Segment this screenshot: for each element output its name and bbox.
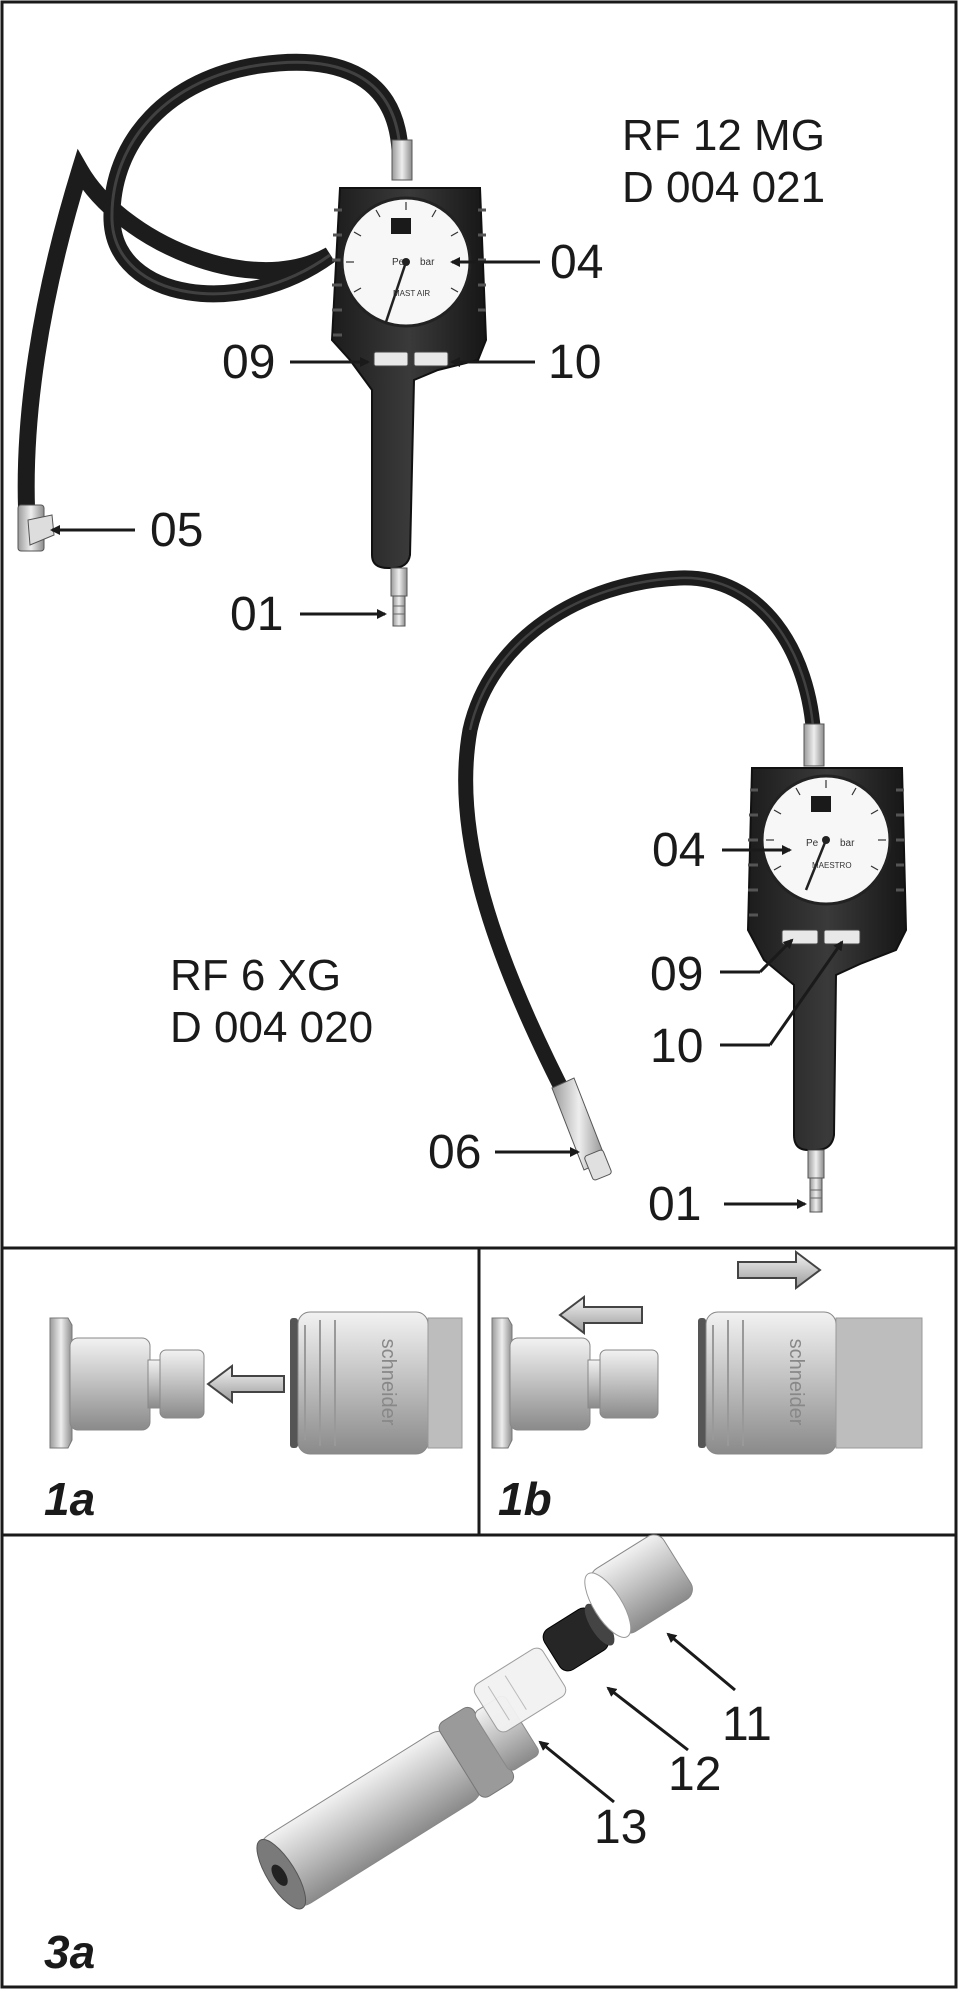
chuck-06 [551,1077,612,1181]
panel-3a-illustration [256,1534,693,1910]
inflate-button-10-rf6 [823,929,861,945]
panel-label-3a: 3a [44,1926,95,1978]
coupling-brand-1b: schneider [785,1339,807,1426]
deflate-button-09 [373,351,409,367]
callouts-rf6 [495,845,844,1209]
callout-06-rf6: 06 [428,1126,481,1179]
model-code-rf12: D 004 021 [622,163,825,212]
gauge-unit-rf6: bar [840,838,855,849]
gauge-needle-rf6 [804,839,828,891]
callouts-3a [538,1632,736,1804]
callout-01-rf12: 01 [230,588,283,641]
part-13-sleeve [473,1647,567,1733]
inflate-button-10 [413,351,449,367]
callout-12: 12 [668,1748,721,1801]
plug-nipple-01-rf6 [807,1149,825,1213]
brand-logo-rf6 [811,796,831,812]
gauge-needle-rf12 [384,261,408,323]
callout-04-rf12: 04 [550,236,603,289]
callout-11: 11 [722,1698,772,1751]
callouts-rf12 [50,257,540,619]
gauge-symbol-rf12: Pe [392,257,405,268]
gauge-scale-rf6 [766,780,886,871]
direction-arrow-1a [206,1364,285,1404]
gauge-unit-rf12: bar [420,257,435,268]
panel-1b-illustration: schneider [491,1250,923,1455]
panel-1a-illustration: schneider [49,1311,463,1455]
brand-logo-rf12 [391,218,411,234]
part-12-seal [542,1603,615,1672]
gauge-assembly-rf6: Pe bar MAESTRO [458,570,908,1213]
callout-05-rf12: 05 [150,504,203,557]
model-name-rf12: RF 12 MG [622,111,825,160]
callout-01-rf6: 01 [648,1178,701,1231]
plug-nipple-01-rf12 [390,567,408,627]
callout-09-rf12: 09 [222,336,275,389]
gauge-symbol-rf6: Pe [806,838,819,849]
direction-arrow-1b-left [558,1295,643,1335]
panel-label-1b: 1b [498,1473,552,1525]
callout-04-rf6: 04 [652,824,705,877]
direction-arrow-1b-right [737,1250,822,1290]
callout-10-rf6: 10 [650,1020,703,1073]
panel-label-1a: 1a [44,1473,95,1525]
part-11-cap [584,1534,693,1638]
callout-10-rf12: 10 [548,336,601,389]
gauge-brand-rf6: MAESTRO [812,861,852,870]
model-code-rf6: D 004 020 [170,1003,373,1052]
coupling-brand-1a: schneider [377,1339,399,1426]
gauge-brand-rf12: MAST AIR [393,289,430,298]
deflate-button-09-rf6 [781,929,819,945]
callout-09-rf6: 09 [650,948,703,1001]
gauge-scale-rf12 [346,202,466,293]
model-name-rf6: RF 6 XG [170,951,341,1000]
callout-13: 13 [594,1801,647,1854]
tire-chuck-05 [17,504,55,552]
